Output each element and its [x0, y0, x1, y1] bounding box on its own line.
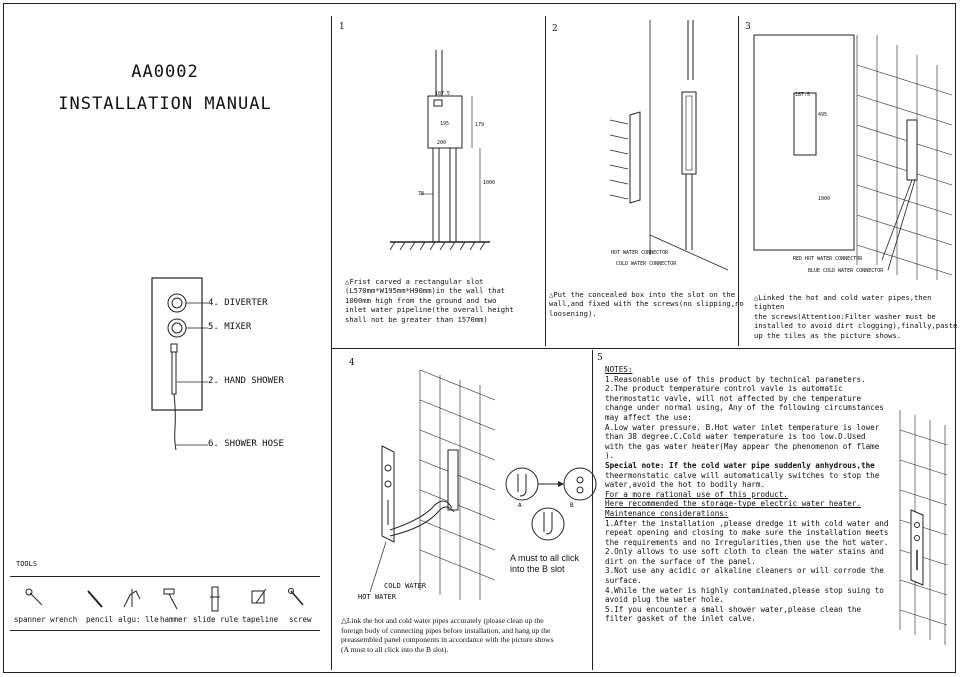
hammer-icon	[163, 588, 178, 610]
tools-line-bottom	[10, 630, 320, 631]
step-4-label-b: B	[570, 502, 574, 509]
tool-awl: algu: lle	[118, 615, 159, 624]
step-4-number: 4	[349, 358, 355, 368]
step-3-dim-3: 1000	[818, 196, 831, 202]
step-4-cold-water: COLD WATER	[384, 582, 427, 590]
step-1-caption: △Frist carved a rectangular slot (L570mm…	[345, 277, 514, 324]
step-3-drawing	[753, 34, 953, 280]
step-1-dim-4: 78	[418, 191, 425, 197]
label-diverter: 4. DIVERTER	[208, 298, 268, 308]
step-4-drawing	[369, 369, 496, 600]
step-4-caption: △Link the hot and cold water pipes accur…	[341, 616, 554, 654]
tools-heading: TOOLS	[16, 560, 38, 568]
step-5-drawing	[899, 410, 948, 645]
tool-tapeline: tapeline	[242, 615, 279, 624]
step-1-dim-3: 200	[437, 140, 447, 146]
divider-step4-5	[592, 350, 593, 670]
tools-line-top	[10, 576, 320, 577]
step-1-dim-2: 195	[440, 121, 450, 127]
manual-sheet	[3, 3, 956, 673]
step-2-hot-connector: HOT WATER CONNECTOR	[611, 250, 669, 256]
screw-icon	[288, 588, 304, 606]
step-3-red-connector: RED HOT WATER CONNECTOR	[793, 256, 863, 262]
label-hand-shower: 2. HAND SHOWER	[208, 376, 284, 386]
manual-title: INSTALLATION MANUAL	[58, 94, 272, 114]
model-number: AA0002	[131, 62, 199, 82]
step-3-dim-2: 495	[818, 112, 828, 118]
tool-spanner-wrench: spanner wrench	[14, 615, 78, 624]
pencil-icon	[87, 590, 103, 608]
step-4-label-a: A	[518, 502, 522, 509]
step-4-clip-detail	[505, 467, 597, 541]
step-5-number: 5	[597, 353, 603, 363]
divider-step1-2	[545, 16, 546, 346]
step-3-blue-connector: BLUE COLD WATER CONNECTOR	[808, 268, 884, 274]
step-3-number: 3	[745, 22, 751, 32]
step-5-notes: NOTES: 1.Reasonable use of this product …	[605, 365, 889, 624]
step-2-number: 2	[552, 24, 558, 34]
tool-hammer: hammer	[160, 615, 188, 624]
step-4-must-click: A must to all click into the B slot	[510, 553, 580, 574]
divider-step2-3	[738, 16, 739, 346]
step-3-caption: △Linked the hot and cold water pipes,the…	[754, 293, 958, 340]
tool-slide-rule: slide rule	[193, 615, 239, 624]
divider-left	[331, 16, 332, 670]
label-shower-hose: 6. SHOWER HOSE	[208, 439, 284, 449]
shower-panel-drawing	[151, 277, 208, 451]
step-1-dim-1: 187.5	[435, 91, 451, 97]
tool-pencil: pencil	[86, 615, 114, 624]
label-mixer: 5. MIXER	[208, 322, 252, 332]
step-2-caption: △Put the concealed box into the slot on …	[549, 290, 744, 318]
step-4-hot-water: HOT WATER	[358, 593, 396, 601]
step-1-dim-6: 1000	[483, 180, 496, 186]
tool-screw: screw	[289, 615, 312, 624]
awl-icon	[123, 589, 141, 608]
step-1-number: 1	[339, 22, 345, 32]
step-2-drawing	[609, 20, 729, 271]
tool-icons	[25, 586, 304, 612]
step-2-cold-connector: COLD WATER CONNECTOR	[616, 261, 677, 267]
step-3-dim-1: 187.5	[795, 92, 811, 98]
step-1-dim-5: 179	[475, 122, 485, 128]
tapeline-icon	[251, 588, 267, 604]
spanner-wrench-icon	[25, 588, 43, 606]
divider-horizontal	[331, 348, 956, 349]
slide-rule-icon	[210, 586, 220, 612]
step-1-drawing	[389, 50, 490, 251]
